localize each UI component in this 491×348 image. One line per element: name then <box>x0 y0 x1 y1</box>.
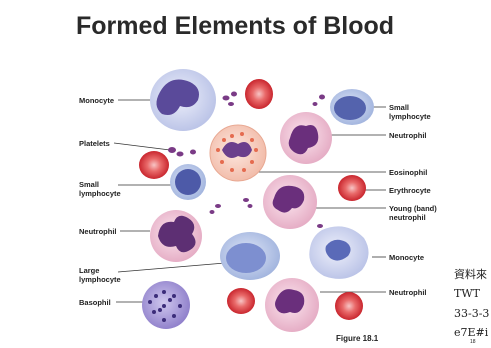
citation-line-2: TWT <box>454 287 480 301</box>
basophil-cell <box>142 281 190 329</box>
label-neutrophil-left: Neutrophil <box>79 227 117 236</box>
label-monocyte-right: Monocyte <box>389 253 424 262</box>
figure-caption: Figure 18.1 <box>336 334 378 343</box>
citation-line-1: 資料來 <box>454 268 487 282</box>
label-band-neutrophil: Young (band) neutrophil <box>389 204 437 222</box>
neutrophil-cell-right-bottom <box>265 278 319 332</box>
citation-line-4: e7E#i <box>454 326 488 340</box>
small-lymphocyte-cell-left <box>170 164 206 200</box>
label-neutrophil-right-bottom: Neutrophil <box>389 288 427 297</box>
label-basophil: Basophil <box>79 298 111 307</box>
label-eosinophil: Eosinophil <box>389 168 427 177</box>
citation-line-5: 18 <box>470 339 476 345</box>
label-platelets: Platelets <box>79 139 110 148</box>
citation-line-3: 33-3-3 <box>454 307 489 321</box>
small-lymphocyte-cell-right <box>330 89 374 125</box>
monocyte-cell-right <box>309 226 368 278</box>
neutrophil-cell-left <box>150 210 202 262</box>
monocyte-cell-top <box>150 69 216 131</box>
label-neutrophil-right-top: Neutrophil <box>389 131 427 140</box>
label-large-lymphocyte: Large lymphocyte <box>79 266 121 284</box>
label-small-lymphocyte-left: Small lymphocyte <box>79 180 121 198</box>
large-lymphocyte-cell <box>220 232 280 280</box>
band-neutrophil-cell <box>263 175 317 229</box>
eosinophil-cell <box>210 125 266 181</box>
label-erythrocyte: Erythrocyte <box>389 186 431 195</box>
neutrophil-cell-right-top <box>280 112 332 164</box>
label-monocyte-top: Monocyte <box>79 96 114 105</box>
label-small-lymphocyte-right: Small lymphocyte <box>389 103 431 121</box>
